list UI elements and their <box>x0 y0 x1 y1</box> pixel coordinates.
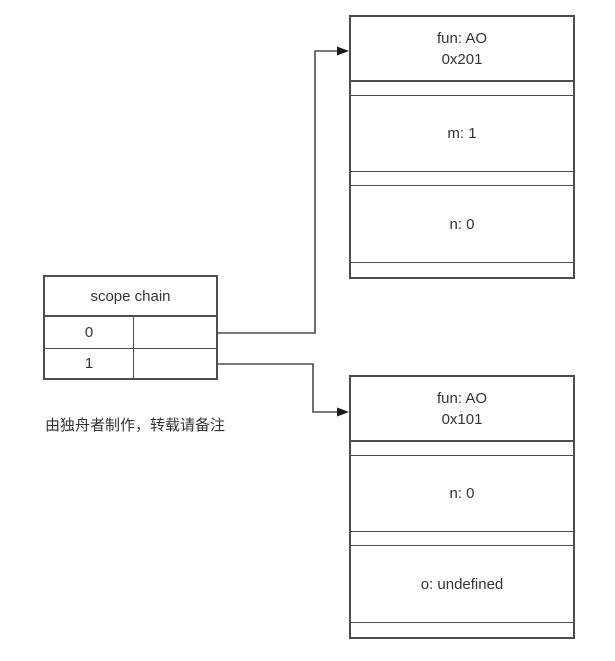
ao-box-0x201-field-n: n: 0 <box>351 186 573 263</box>
separator-row <box>351 172 573 186</box>
arrowhead-icon <box>337 46 349 56</box>
scope-chain-row-0-pointer-cell <box>134 317 216 348</box>
ao-box-0x101-title: fun: AO <box>436 389 488 407</box>
watermark-text: 由独舟者制作，转载请备注 <box>45 417 226 434</box>
ao-box-0x201-title: fun: AO <box>436 29 488 47</box>
scope-chain-row-0-index: 0 <box>45 317 134 348</box>
scope-chain-row-1-index: 1 <box>45 349 134 378</box>
separator-row <box>351 532 573 546</box>
ao-box-0x101-field-n: n: 0 <box>351 456 573 532</box>
scope-chain-row-1-pointer-cell <box>134 349 216 378</box>
footer-row <box>351 623 573 637</box>
arrowhead-icon <box>337 407 349 417</box>
scope-chain-row-0: 0 <box>45 317 216 349</box>
scope-chain-title: scope chain <box>45 277 216 317</box>
ao-box-0x201-header: fun: AO 0x201 <box>351 17 573 82</box>
ao-box-0x201: fun: AO 0x201 m: 1 n: 0 <box>349 15 575 279</box>
ao-box-0x101-header: fun: AO 0x101 <box>351 377 573 442</box>
scope-chain-row-1: 1 <box>45 349 216 378</box>
ao-box-0x101-field-o: o: undefined <box>351 546 573 623</box>
footer-row <box>351 263 573 277</box>
connector-row0-to-ao-0x201 <box>218 50 338 334</box>
separator-row <box>351 82 573 96</box>
ao-box-0x201-field-m: m: 1 <box>351 96 573 172</box>
ao-box-0x101-address: 0x101 <box>441 410 483 428</box>
separator-row <box>351 442 573 456</box>
connector-row1-to-ao-0x101 <box>218 363 338 413</box>
ao-box-0x201-address: 0x201 <box>441 50 483 68</box>
ao-box-0x101: fun: AO 0x101 n: 0 o: undefined <box>349 375 575 639</box>
scope-chain-table: scope chain 0 1 <box>43 275 218 380</box>
